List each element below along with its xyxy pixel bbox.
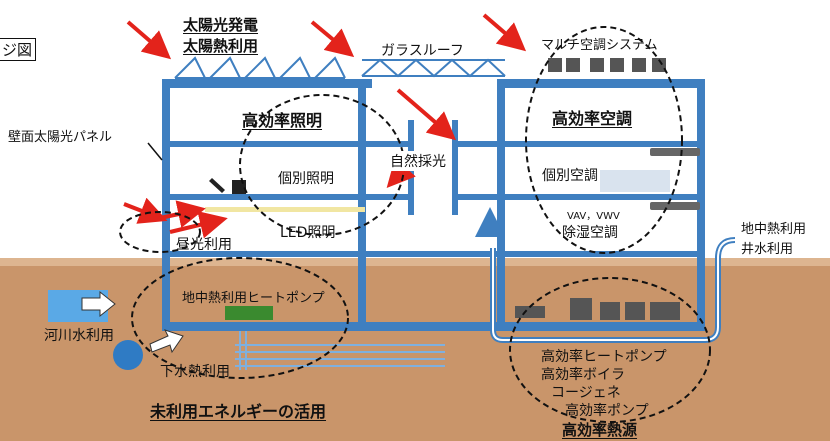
well-water-label: 井水利用 (741, 242, 794, 257)
sewage-heat-label: 下水熱利用 (160, 364, 230, 380)
heat-source-equipment (515, 298, 680, 320)
ac-airflow-pattern (600, 170, 670, 192)
glass-roof-truss (361, 58, 506, 78)
solar-power-label: 太陽光発電 (183, 16, 259, 34)
hi-eff-heat-pump-label: 高効率ヒートポンプ (541, 349, 667, 365)
led-light-strip (205, 207, 365, 212)
building-right-block (497, 79, 705, 331)
natural-light-label: 自然採光 (390, 151, 446, 171)
river-arrow (81, 290, 116, 318)
ground-heat-pump-unit (225, 306, 273, 320)
hi-eff-boiler-label: 高効率ボイラ (541, 367, 625, 383)
desk-lamp (209, 178, 246, 194)
vav-label: VAV，VWV (567, 211, 620, 222)
well-water-pipe-inner (492, 239, 736, 341)
hi-eff-heat-source-label: 高効率熱源 (562, 421, 638, 439)
wall-panel-leader (147, 142, 163, 161)
wall-solar-label: 壁面太陽光パネル (8, 130, 113, 145)
roof-solar-panels (174, 56, 346, 79)
sun-ray-arrows (123, 13, 527, 239)
multi-ac-label: マルチ空調システム (541, 38, 658, 53)
individual-lighting-label: 個別照明 (278, 171, 334, 187)
rooftop-ac-units (548, 58, 666, 72)
hi-eff-ac-label: 高効率空調 (552, 109, 633, 128)
geo-heat-pump-label: 地中熱利用ヒートポンプ (182, 291, 325, 306)
daylight-use-label: 昼光利用 (176, 237, 232, 253)
cogeneration-label: コージェネ (551, 385, 621, 401)
solar-heat-label: 太陽熱利用 (183, 37, 259, 55)
glass-roof-label: ガラスルーフ (381, 43, 464, 59)
unused-energy-label: 未利用エネルギーの活用 (150, 402, 327, 421)
geo-heat-use-label: 地中熱利用 (741, 222, 807, 237)
river-water-label: 河川水利用 (44, 328, 114, 344)
ground-surface (0, 258, 830, 266)
hi-eff-lighting-label: 高効率照明 (242, 111, 323, 130)
individual-ac-label: 個別空調 (542, 168, 598, 184)
ground-heat-coil (235, 330, 445, 370)
sewage-arrow (149, 329, 184, 354)
dehumid-ac-label: 除湿空調 (562, 225, 618, 241)
header-title-fragment: ジ図 (0, 38, 37, 61)
ac-duct-units (650, 148, 700, 210)
led-lighting-label: LED照明 (280, 225, 336, 241)
sewage-circle (113, 340, 143, 370)
hi-eff-pump-label: 高効率ポンプ (565, 403, 649, 419)
